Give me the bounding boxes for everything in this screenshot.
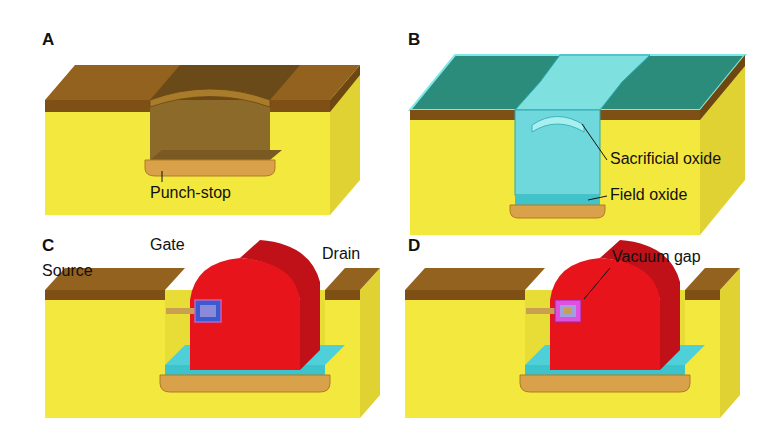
panel-a-block [45,65,360,215]
part-label: Field oxide [610,186,687,204]
panel-d-device [405,240,740,418]
part-label: Punch-stop [150,184,231,202]
panel-c-device [45,240,380,418]
part-label: Drain [322,245,360,263]
part-label: Sacrificial oxide [610,150,721,168]
part-label: Gate [150,236,185,254]
panel-letter: B [408,30,420,50]
panel-letter: C [42,236,54,256]
panel-b-block [410,55,745,235]
leader-line [584,268,610,299]
part-label: Source [42,262,93,280]
panel-letter: A [42,30,54,50]
part-label: Vacuum gap [612,248,701,266]
panel-letter: D [408,236,420,256]
